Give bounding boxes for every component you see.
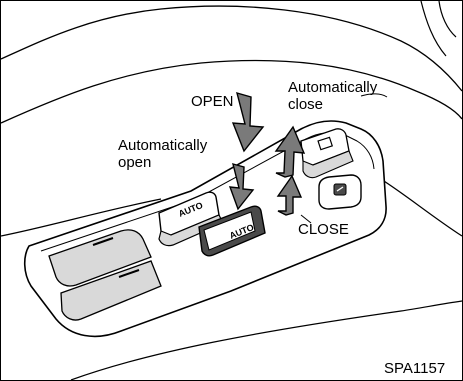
door-contour-lower [1, 198, 162, 237]
window-symbol-icon [317, 136, 334, 151]
auto-open-label-line2: open [118, 154, 152, 171]
close-leader [300, 214, 312, 224]
door-contour-right [375, 175, 462, 237]
open-arrow-small [228, 163, 255, 211]
open-arrow-large [231, 91, 265, 153]
open-label: OPEN [191, 93, 234, 110]
door-contour-corner [420, 1, 447, 57]
window-lock-switch-base [302, 150, 354, 179]
door-contour-corner2 [438, 1, 457, 38]
lock-icon-inner [336, 186, 344, 192]
close-label: CLOSE [298, 221, 349, 238]
door-contour-top [1, 5, 462, 92]
close-arrow-large [274, 125, 306, 178]
door-contour-upper [1, 59, 462, 124]
close-arrow-small [276, 174, 303, 216]
auto-close-label-line2: close [288, 96, 324, 113]
figure-code: SPA1157 [384, 360, 446, 377]
rocker-slot-2 [118, 269, 140, 278]
auto-close-leader [360, 93, 388, 98]
auto-open-label-line1: Automatically [118, 137, 208, 154]
rocker-switch-lower [60, 260, 162, 321]
auto-close-label-line1: Automatically [288, 79, 378, 96]
rocker-switch-upper [48, 229, 152, 287]
rocker-slot-1 [92, 237, 114, 246]
door-contour-bottom [70, 300, 462, 380]
right-auto-button-face [203, 211, 256, 251]
